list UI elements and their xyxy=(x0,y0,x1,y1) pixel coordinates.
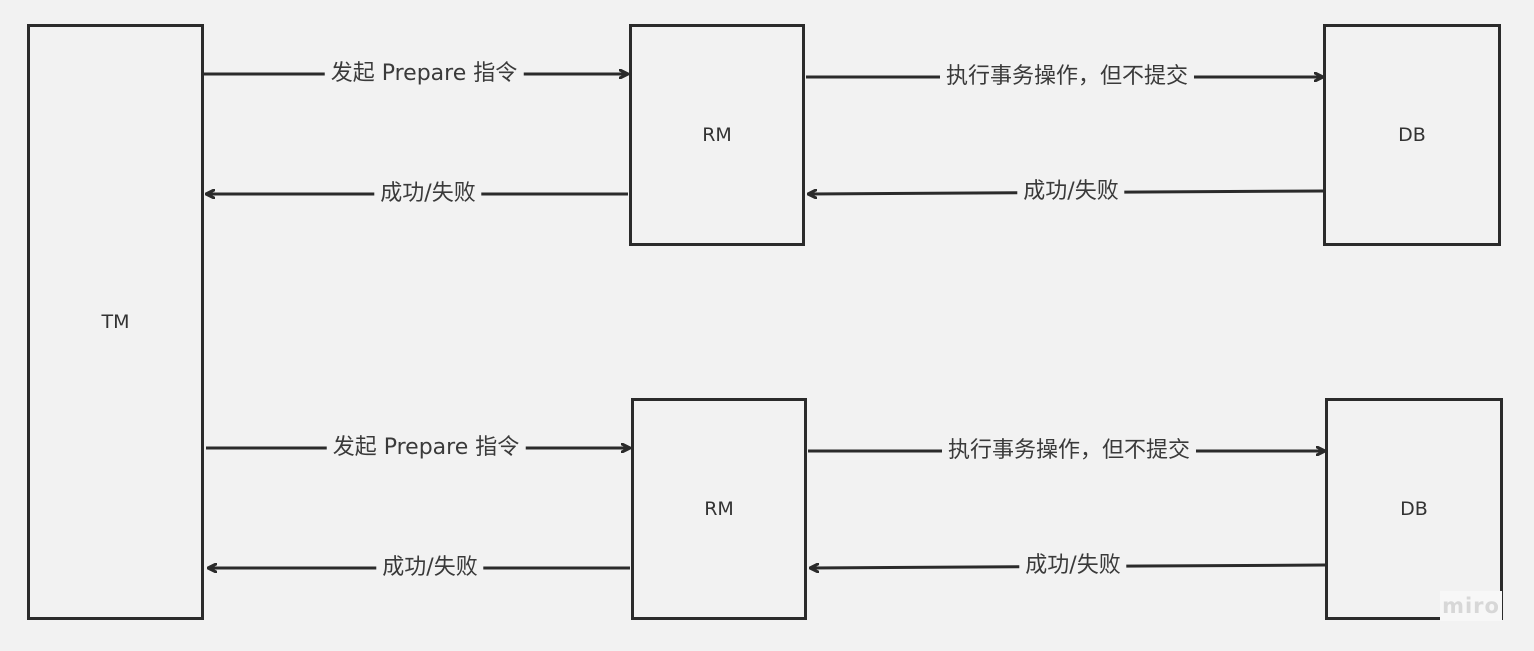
db-node-bottom-label: DB xyxy=(1400,498,1428,520)
label-top-db-result: 成功/失败 xyxy=(1017,175,1125,209)
rm-node-top[interactable]: RM xyxy=(629,24,805,246)
tm-node-label: TM xyxy=(101,311,130,333)
db-node-top-label: DB xyxy=(1398,124,1426,146)
label-bottom-prepare: 发起 Prepare 指令 xyxy=(326,431,526,465)
label-bottom-rm-result: 成功/失败 xyxy=(376,551,484,585)
db-node-top[interactable]: DB xyxy=(1323,24,1501,246)
rm-node-bottom-label: RM xyxy=(704,498,734,520)
label-top-execute: 执行事务操作，但不提交 xyxy=(939,60,1195,94)
rm-node-top-label: RM xyxy=(702,124,732,146)
db-node-bottom[interactable]: DB xyxy=(1325,398,1503,620)
tm-node[interactable]: TM xyxy=(27,24,204,620)
miro-watermark-logo: miro xyxy=(1440,591,1502,621)
label-bottom-execute: 执行事务操作，但不提交 xyxy=(941,434,1197,468)
label-top-rm-result: 成功/失败 xyxy=(374,177,482,211)
label-bottom-db-result: 成功/失败 xyxy=(1019,549,1127,583)
label-top-prepare: 发起 Prepare 指令 xyxy=(324,57,524,91)
rm-node-bottom[interactable]: RM xyxy=(631,398,807,620)
